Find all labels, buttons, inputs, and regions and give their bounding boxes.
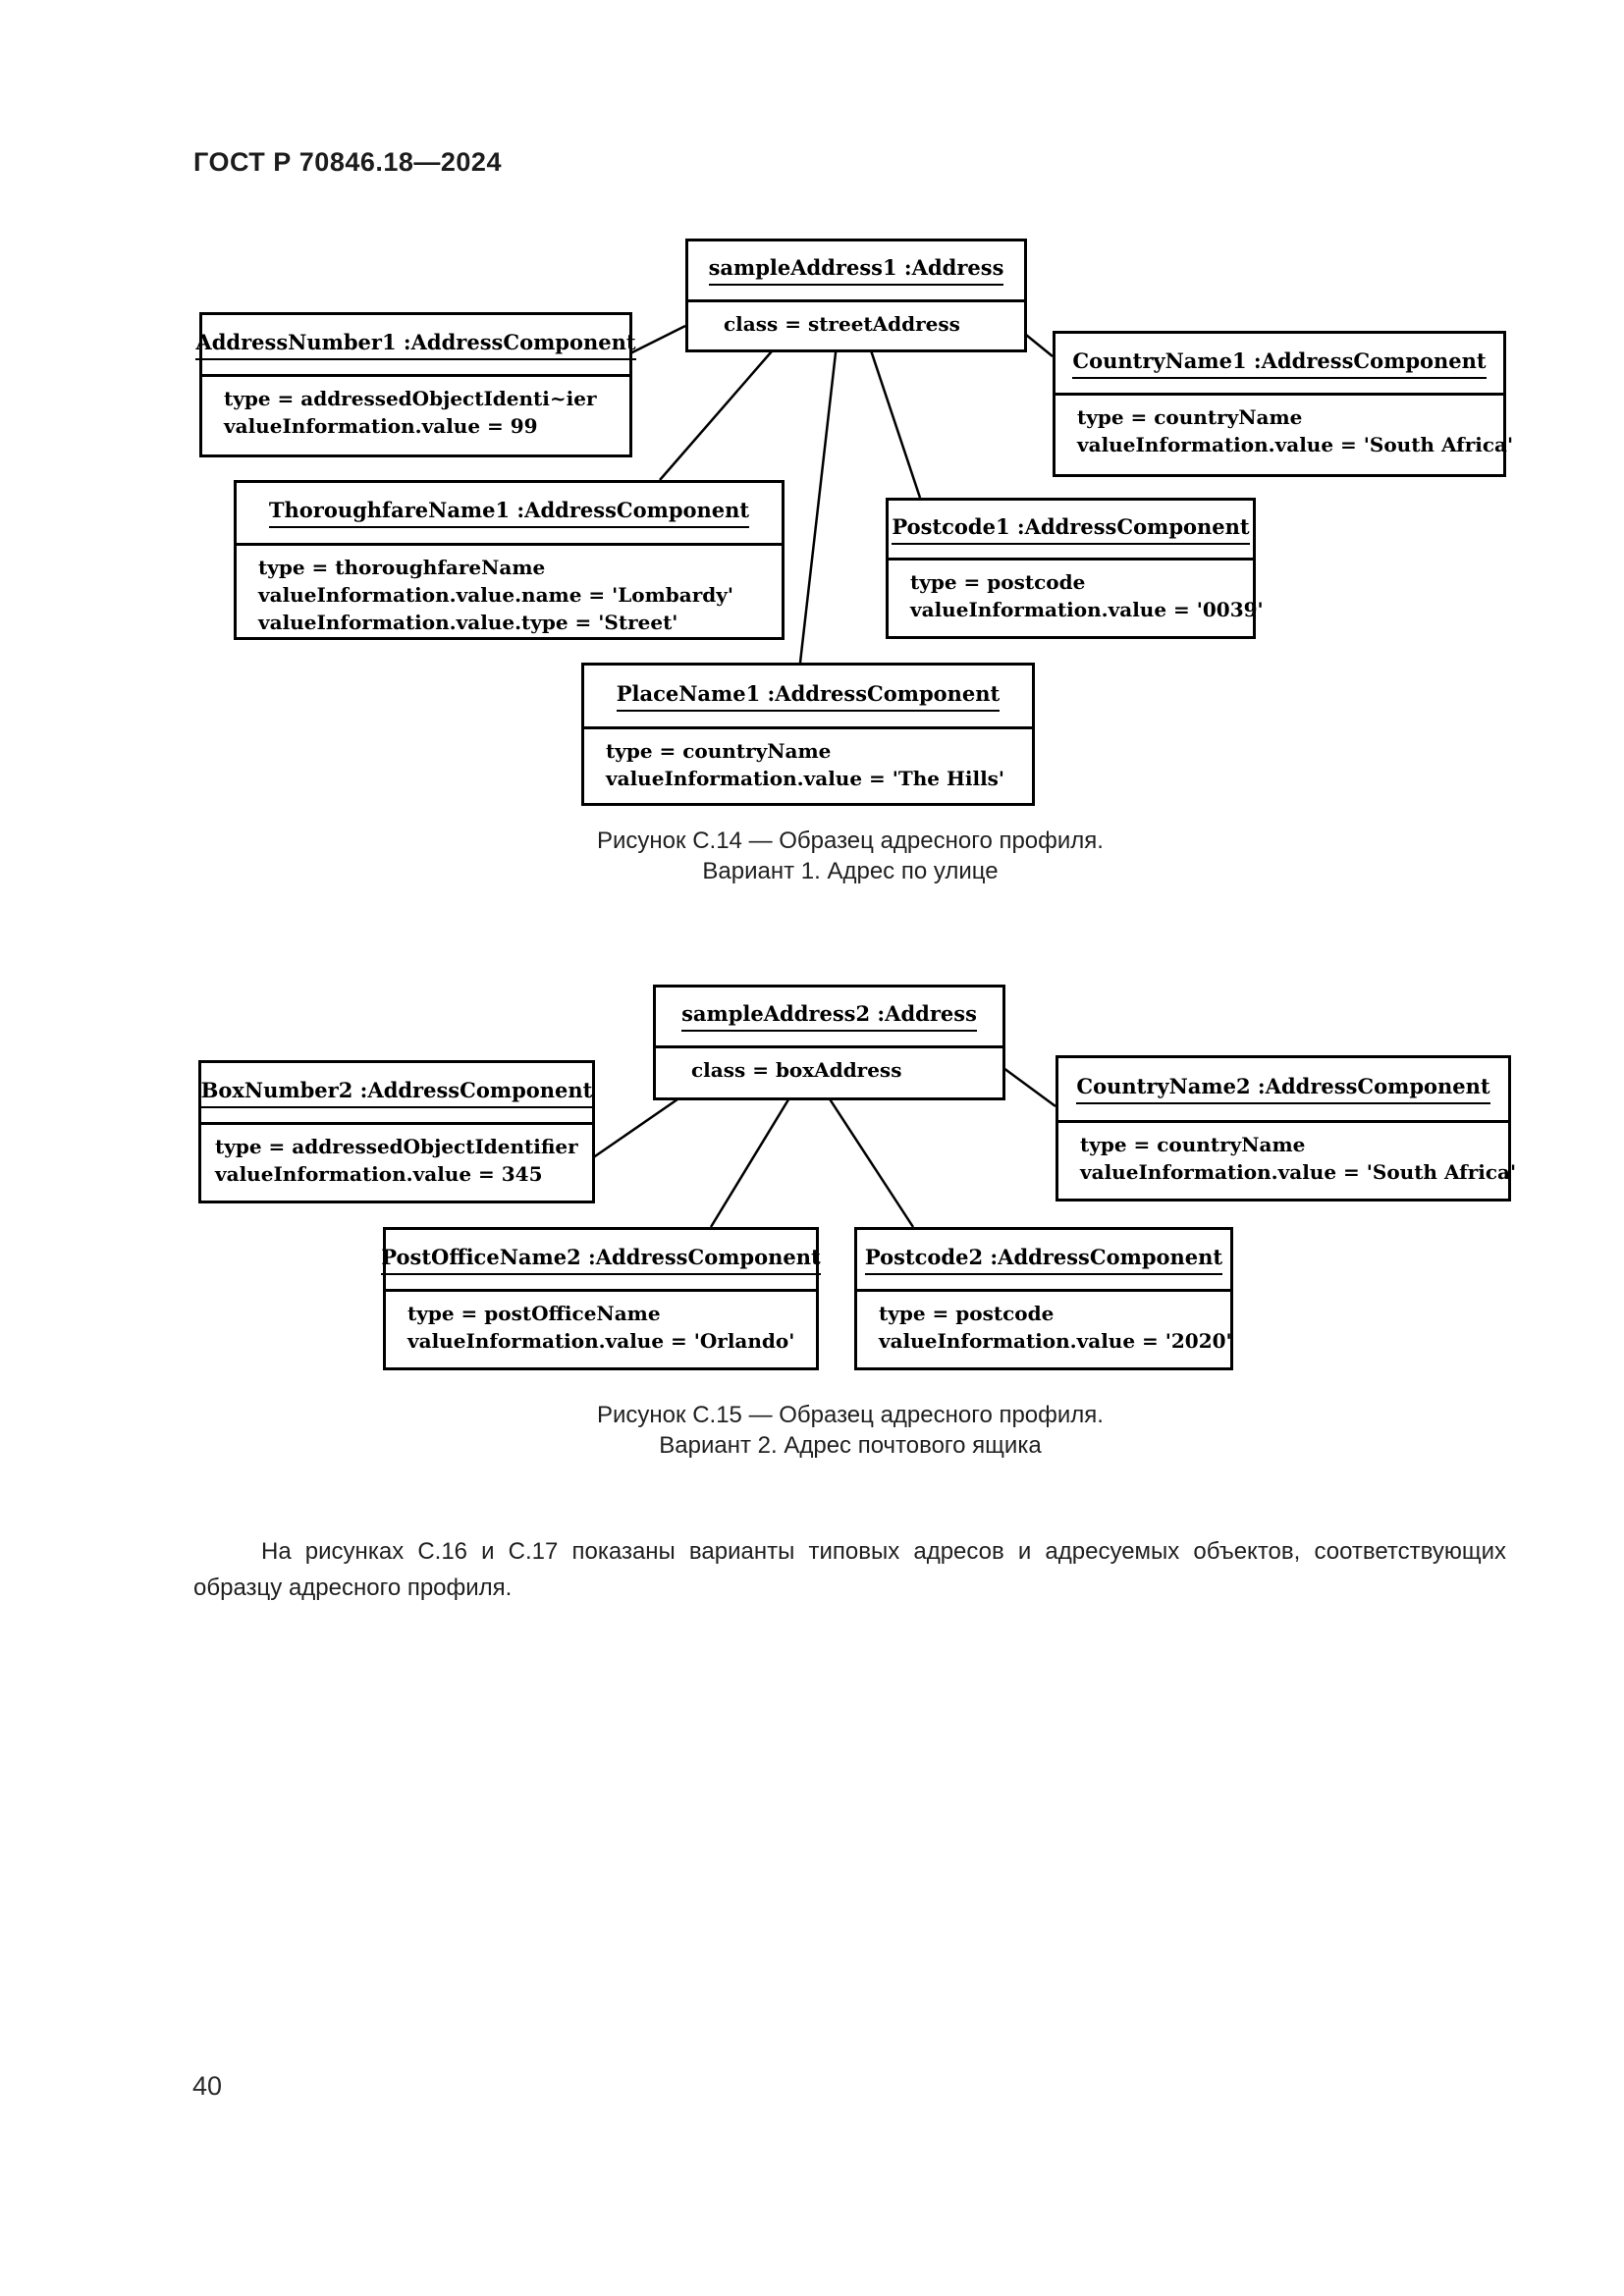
uml-object-body: class = boxAddress	[656, 1048, 1002, 1097]
uml-connector	[659, 344, 779, 481]
uml-attribute: type = postcode	[910, 570, 1086, 594]
uml-attribute: type = countryName	[606, 739, 832, 763]
uml-object-countryname1: CountryName1 :AddressComponent type = co…	[1053, 331, 1514, 477]
uml-object-addressnumber1: AddressNumber1 :AddressComponent type = …	[195, 312, 636, 457]
uml-object-thoroughfarename1: ThoroughfareName1 :AddressComponent type…	[234, 480, 785, 640]
uml-attribute: type = addressedObjectIdenti~ier	[224, 387, 597, 410]
uml-attribute: type = countryName	[1077, 405, 1303, 429]
uml-connector	[999, 1063, 1056, 1108]
uml-connector	[867, 344, 922, 499]
uml-attribute: class = streetAddress	[724, 312, 960, 336]
uml-object-countryname2: CountryName2 :AddressComponent type = co…	[1056, 1055, 1517, 1201]
uml-attribute: valueInformation.value = '0039'	[910, 598, 1264, 621]
uml-object-placename1: PlaceName1 :AddressComponent type = coun…	[581, 663, 1035, 806]
caption-line: Рисунок С.14 — Образец адресного профиля…	[597, 828, 1104, 854]
uml-connector	[591, 1089, 691, 1160]
uml-attribute: valueInformation.value = 99	[224, 414, 538, 438]
uml-object-sampleaddress2: sampleAddress2 :Address class = boxAddre…	[653, 985, 1005, 1100]
page-number: 40	[192, 2071, 223, 2101]
uml-attribute: class = boxAddress	[691, 1058, 902, 1082]
uml-attribute: type = thoroughfareName	[258, 556, 546, 579]
uml-object-title: AddressNumber1 :AddressComponent	[195, 315, 636, 377]
uml-object-body: type = postcode valueInformation.value =…	[857, 1292, 1232, 1367]
uml-object-title: Postcode2 :AddressComponent	[857, 1230, 1230, 1292]
uml-object-title: PlaceName1 :AddressComponent	[584, 666, 1032, 729]
caption-line: Вариант 2. Адрес почтового ящика	[659, 1432, 1042, 1459]
uml-object-title: BoxNumber2 :AddressComponent	[200, 1063, 593, 1125]
uml-object-postofficename2: PostOfficeName2 :AddressComponent type =…	[381, 1227, 821, 1370]
caption-line: Рисунок С.15 — Образец адресного профиля…	[597, 1402, 1104, 1428]
uml-object-boxnumber2: BoxNumber2 :AddressComponent type = addr…	[198, 1060, 595, 1203]
uml-attribute: valueInformation.value.name = 'Lombardy'	[258, 583, 733, 607]
figure-caption-c15: Рисунок С.15 — Образец адресного профиля…	[193, 1400, 1507, 1461]
uml-object-body: type = postOfficeName valueInformation.v…	[386, 1292, 816, 1367]
uml-attribute: valueInformation.value = 'The Hills'	[606, 767, 1005, 790]
uml-object-title: CountryName2 :AddressComponent	[1058, 1058, 1508, 1123]
uml-connector	[627, 324, 686, 356]
uml-object-body: type = countryName valueInformation.valu…	[584, 729, 1032, 803]
uml-object-postcode2: Postcode2 :AddressComponent type = postc…	[854, 1227, 1233, 1370]
uml-connector	[709, 1091, 795, 1228]
uml-attribute: valueInformation.value = 345	[215, 1162, 543, 1186]
uml-attribute: type = postcode	[879, 1302, 1055, 1325]
uml-object-body: type = countryName valueInformation.valu…	[1058, 1123, 1517, 1199]
uml-attribute: type = postOfficeName	[407, 1302, 661, 1325]
caption-line: Вариант 1. Адрес по улице	[702, 858, 999, 884]
uml-attribute: type = addressedObjectIdentifier	[215, 1135, 578, 1158]
uml-object-body: type = thoroughfareName valueInformation…	[237, 546, 782, 637]
uml-object-title: ThoroughfareName1 :AddressComponent	[237, 483, 782, 546]
uml-object-title: CountryName1 :AddressComponent	[1056, 334, 1503, 396]
uml-attribute: type = countryName	[1080, 1133, 1306, 1156]
uml-object-body: type = addressedObjectIdenti~ier valueIn…	[202, 377, 629, 454]
body-paragraph: На рисунках С.16 и С.17 показаны вариант…	[193, 1538, 1506, 1601]
uml-object-body: class = streetAddress	[688, 302, 1024, 349]
uml-object-postcode1: Postcode1 :AddressComponent type = postc…	[886, 498, 1264, 639]
uml-attribute: valueInformation.value = 'South Africa'	[1080, 1160, 1517, 1184]
document-header: ГОСТ Р 70846.18—2024	[193, 147, 502, 177]
uml-connector	[798, 344, 839, 664]
uml-object-title: sampleAddress1 :Address	[688, 241, 1024, 302]
uml-connector	[823, 1091, 915, 1228]
uml-attribute: valueInformation.value = '2020'	[879, 1329, 1232, 1353]
uml-object-body: type = postcode valueInformation.value =…	[889, 561, 1264, 636]
uml-attribute: valueInformation.value = 'South Africa'	[1077, 433, 1514, 456]
uml-object-title: Postcode1 :AddressComponent	[889, 501, 1253, 561]
uml-attribute: valueInformation.value = 'Orlando'	[407, 1329, 795, 1353]
uml-object-title: PostOfficeName2 :AddressComponent	[381, 1230, 821, 1292]
uml-object-body: type = addressedObjectIdentifier valueIn…	[201, 1125, 592, 1201]
uml-object-sampleaddress1: sampleAddress1 :Address class = streetAd…	[685, 239, 1027, 352]
figure-caption-c14: Рисунок С.14 — Образец адресного профиля…	[193, 826, 1507, 886]
uml-object-title: sampleAddress2 :Address	[656, 988, 1002, 1048]
uml-attribute: valueInformation.value.type = 'Street'	[258, 611, 678, 634]
uml-object-body: type = countryName valueInformation.valu…	[1056, 396, 1514, 474]
